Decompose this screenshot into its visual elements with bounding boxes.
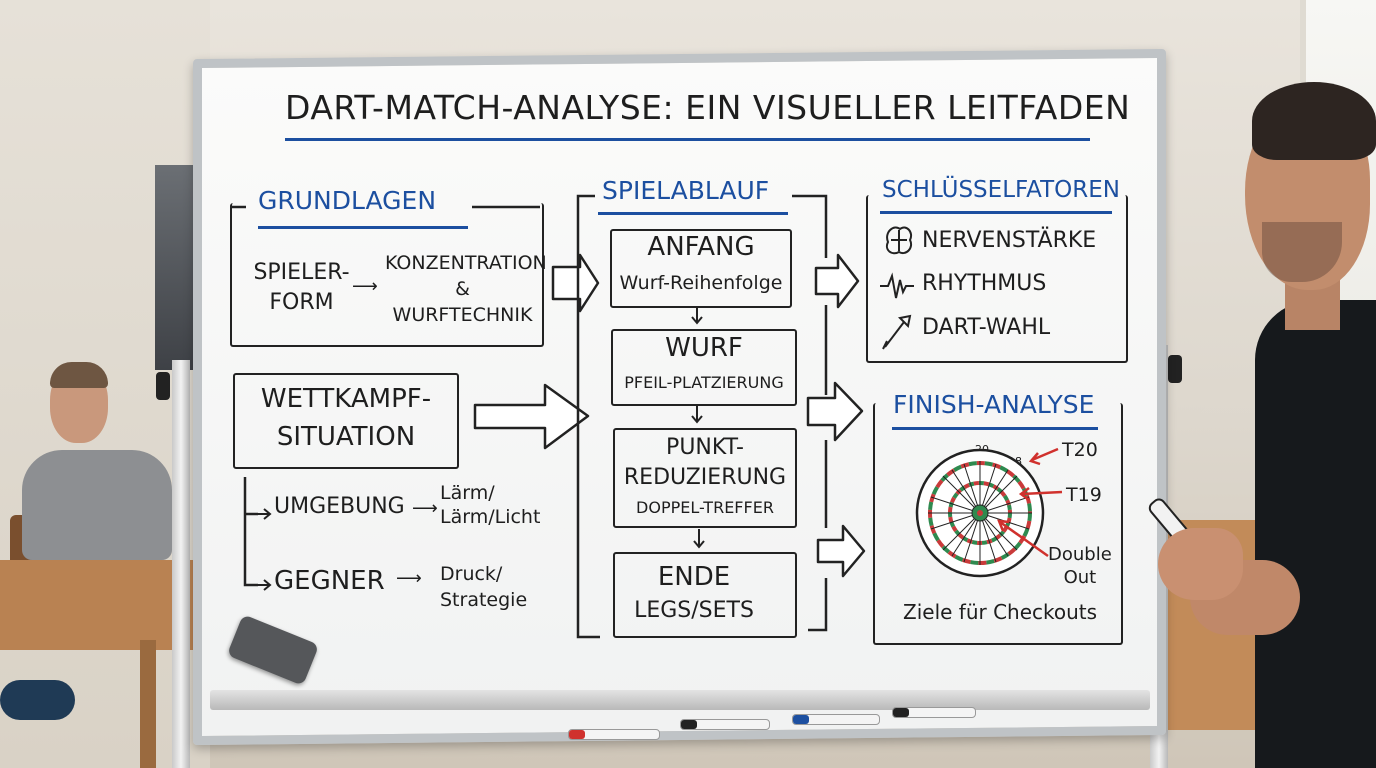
wettkampf-label: WETTKAMPF- SITUATION [233,380,459,456]
konzentration-line-1: KONZENTRATION [385,252,547,274]
block-arrow-icon [473,383,590,450]
step-punkt-title-line-1: PUNKT- [666,435,744,460]
whiteboard-stand-left [172,360,190,768]
step-wurf-title: WURF [665,333,743,363]
presenter-hand [1158,528,1243,600]
step-punkt-title-line-2: REDUZIERUNG [623,465,787,490]
block-arrow-icon [551,253,600,313]
spielerform-line-1: SPIELER- [253,260,350,285]
spielerform-label: SPIELER- FORM [244,258,359,318]
spielablauf-underline [598,212,788,215]
stand-knob-left [156,372,170,400]
finish-underline [892,427,1098,430]
step-ende-title: ENDE [657,562,731,592]
seated-person-body [22,450,172,560]
step-ende-box [613,552,797,638]
step-anfang-box [610,229,792,308]
step-punkt-box [613,428,797,528]
dartboard-icon [915,448,1045,578]
seated-person-hair [50,362,108,388]
gegner-label: GEGNER [274,566,385,596]
schluesselfaktoren-box [866,195,1128,363]
finish-caption: Ziele für Checkouts [903,600,1098,624]
factor-nervenstaerke: NERVENSTÄRKE [922,228,1097,253]
spielablauf-heading: SPIELABLAUF [602,176,770,205]
schluesselfaktoren-underline [880,211,1112,214]
wettkampf-line-1: WETTKAMPF- [260,384,432,414]
wettkampf-line-2: SITUATION [276,422,416,452]
gegner-detail-line-2: Strategie [440,589,528,611]
umgebung-detail-line-2: Lärm/Licht [440,506,541,528]
umgebung-detail-line-1: Lärm/ [440,482,495,504]
konzentration-line-3: WURFTECHNIK [392,304,533,326]
step-wurf-subtitle: PFEIL-PLATZIERUNG [624,373,784,392]
step-anfang-subtitle: Wurf-Reihenfolge [619,272,783,294]
label-double-out: Double Out [1048,543,1112,589]
factor-dart-wahl: DART-WAHL [922,315,1051,340]
finish-heading: FINISH-ANALYSE [893,390,1095,419]
step-wurf-box [611,329,797,406]
schluesselfaktoren-heading: SCHLÜSSELFATOREN [882,177,1120,203]
arrow-right-icon: ⟶ [396,568,422,589]
step-ende-subtitle: LEGS/SETS [634,598,754,623]
black-marker[interactable] [680,719,770,730]
blue-marker[interactable] [792,714,880,725]
heartbeat-icon [880,272,914,299]
block-arrow-icon [816,524,866,578]
wall-poster [155,165,200,370]
presenter-torso [1255,300,1376,768]
stand-knob-right [1168,355,1182,383]
gegner-detail-line-1: Druck/ [440,563,503,585]
konzentration-line-2: & [455,278,470,300]
umgebung-detail: Lärm/ Lärm/Licht [440,481,540,529]
factor-rhythmus: RHYTHMUS [922,271,1047,296]
label-double-line-2: Out [1063,567,1097,588]
step-punkt-subtitle: DOPPEL-TREFFER [636,498,774,517]
board-title: DART-MATCH-ANALYSE: EIN VISUELLER LEITFA… [285,88,1131,127]
grundlagen-box [230,203,544,347]
step-anfang-title: ANFANG [647,232,755,262]
left-table-leg [140,640,156,768]
black-marker-2[interactable] [892,707,976,718]
finish-box [873,403,1123,645]
label-t19: T19 [1066,484,1102,506]
block-arrow-icon [806,381,864,442]
blue-chair [0,680,75,720]
arrow-right-icon: ⟶ [352,276,378,297]
block-arrow-icon [814,253,860,309]
umgebung-label: UMGEBUNG [274,494,405,519]
title-underline [285,138,1090,141]
spielerform-line-2: FORM [269,290,334,315]
wettkampf-box [233,373,459,469]
grundlagen-heading: GRUNDLAGEN [258,186,437,215]
step-punkt-title: PUNKT- REDUZIERUNG [613,433,797,493]
dart-icon [882,314,912,350]
brain-icon [886,226,912,255]
red-marker[interactable] [568,729,660,740]
label-t20: T20 [1062,439,1098,461]
konzentration-label: KONZENTRATION & WURFTECHNIK [385,250,547,328]
presenter-hair [1252,82,1376,160]
arrow-right-icon: ⟶ [412,498,438,519]
grundlagen-underline [258,226,468,229]
marker-tray [210,690,1150,710]
gegner-detail: Druck/ Strategie [440,561,527,613]
label-double-line-1: Double [1048,544,1112,565]
